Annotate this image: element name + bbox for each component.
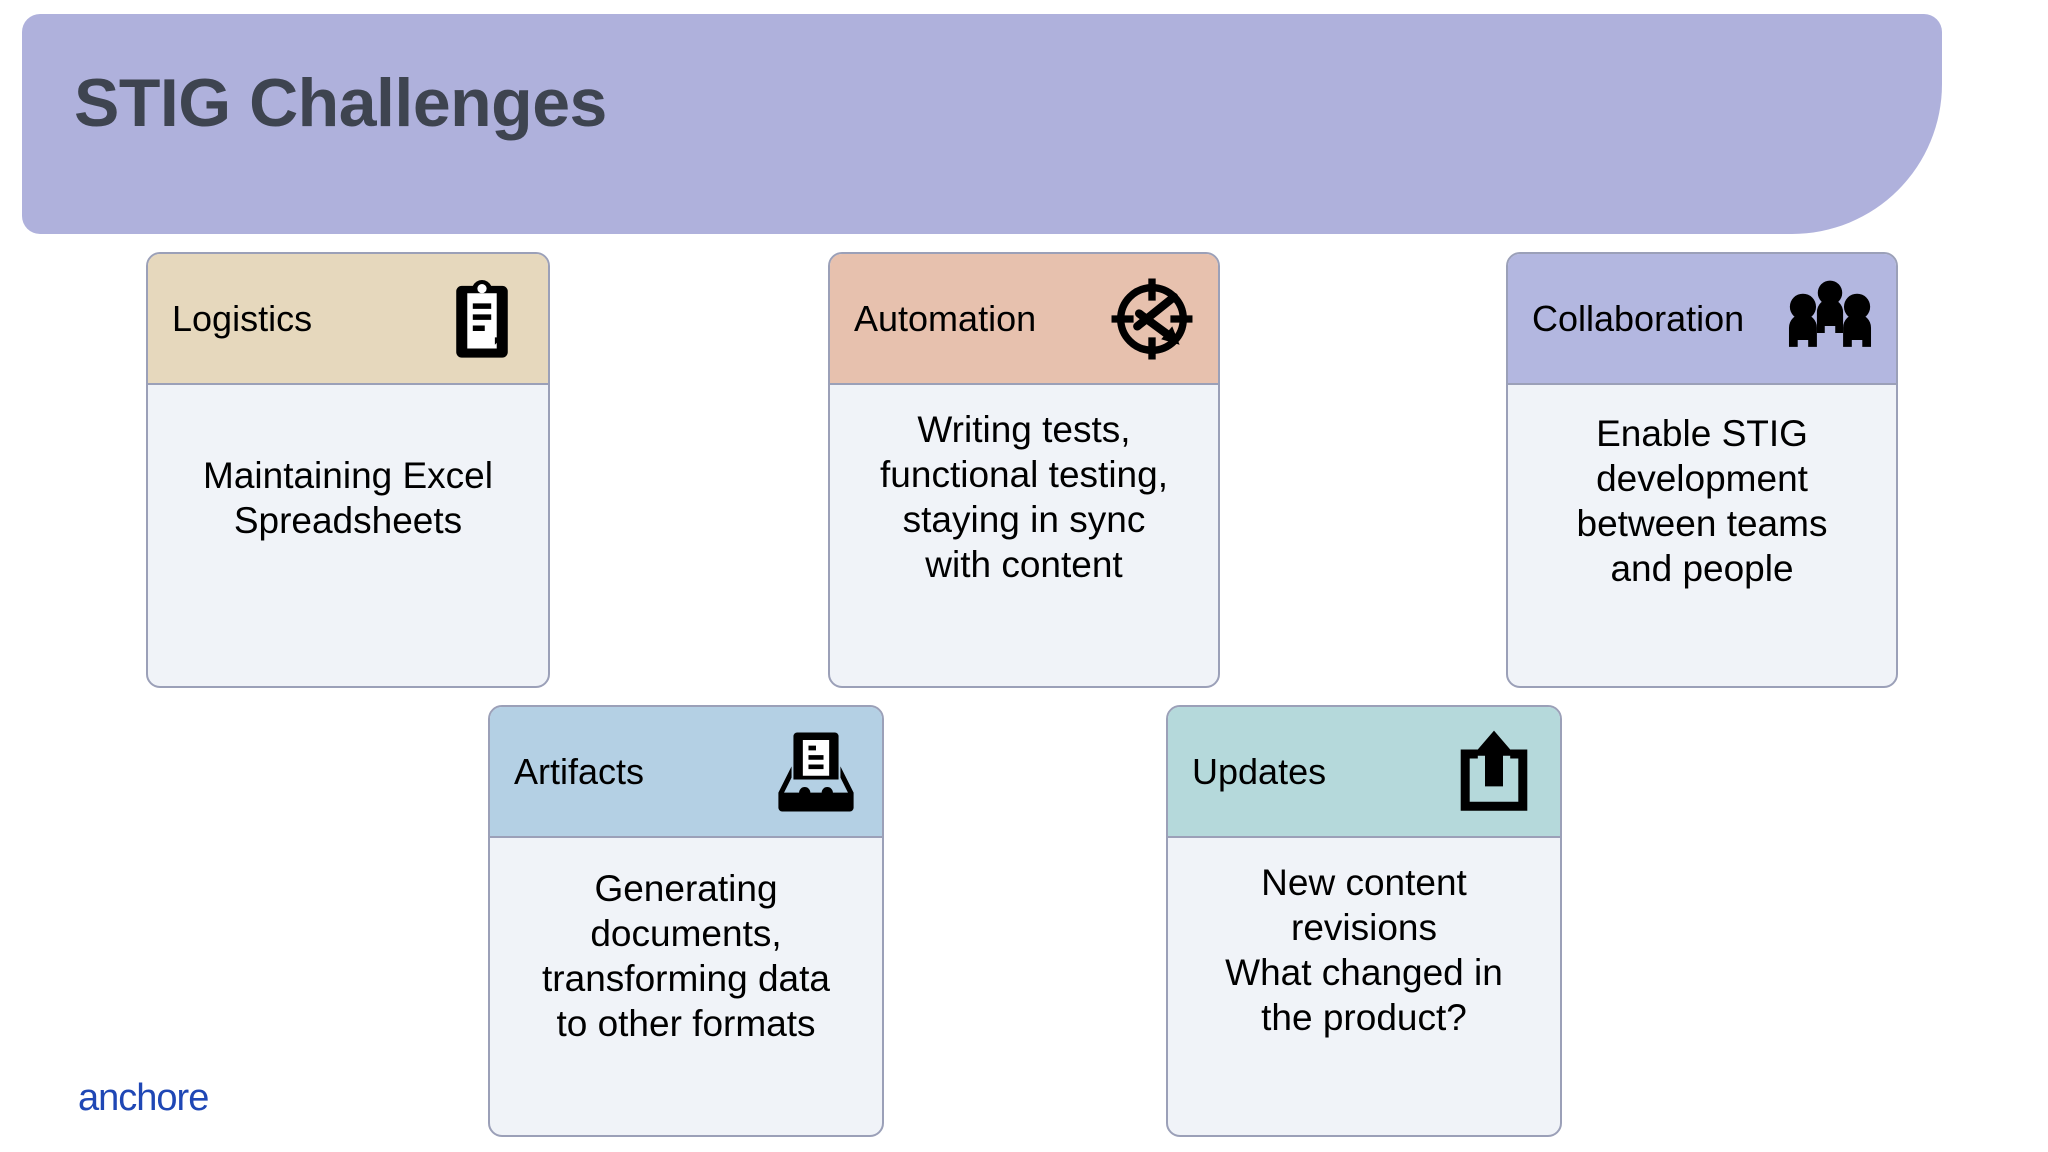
card-collaboration-body: Enable STIG development between teams an… xyxy=(1508,385,1896,686)
card-logistics-title: Logistics xyxy=(172,297,313,339)
anchore-logo-text: anchore xyxy=(78,1077,208,1119)
card-automation-title: Automation xyxy=(854,297,1037,339)
card-artifacts: Artifacts Generating documents, transfor… xyxy=(488,705,884,1137)
anchore-logo: anchore xyxy=(78,1076,228,1120)
card-logistics-header: Logistics xyxy=(148,254,548,385)
refresh-target-icon xyxy=(1104,271,1200,367)
card-logistics: Logistics Maintaining Excel Spreadsheets xyxy=(146,252,550,688)
card-updates-text: New content revisions What changed in th… xyxy=(1225,862,1503,1039)
card-artifacts-body: Generating documents, transforming data … xyxy=(490,838,882,1135)
document-inbox-icon xyxy=(768,724,864,820)
card-artifacts-text: Generating documents, transforming data … xyxy=(542,868,830,1045)
upload-share-icon xyxy=(1446,724,1542,820)
people-group-icon xyxy=(1782,271,1878,367)
slide-title-banner: STIG Challenges xyxy=(22,14,1942,234)
card-artifacts-header: Artifacts xyxy=(490,707,882,838)
card-automation-header: Automation xyxy=(830,254,1218,385)
card-collaboration: Collaboration Enable STIG development be… xyxy=(1506,252,1898,688)
card-collaboration-header: Collaboration xyxy=(1508,254,1896,385)
card-logistics-text: Maintaining Excel Spreadsheets xyxy=(203,455,493,542)
card-updates-header: Updates xyxy=(1168,707,1560,838)
card-artifacts-title: Artifacts xyxy=(514,750,645,792)
clipboard-icon xyxy=(434,271,530,367)
card-collaboration-title: Collaboration xyxy=(1532,297,1745,339)
card-updates-title: Updates xyxy=(1192,750,1327,792)
card-automation: Automation Writing tests, functional tes… xyxy=(828,252,1220,688)
card-collaboration-text: Enable STIG development between teams an… xyxy=(1576,413,1828,590)
card-updates: Updates New content revisions What chang… xyxy=(1166,705,1562,1137)
card-automation-body: Writing tests, functional testing, stayi… xyxy=(830,385,1218,686)
card-updates-body: New content revisions What changed in th… xyxy=(1168,838,1560,1135)
card-logistics-body: Maintaining Excel Spreadsheets xyxy=(148,385,548,686)
card-automation-text: Writing tests, functional testing, stayi… xyxy=(880,409,1168,586)
page-title: STIG Challenges xyxy=(74,65,607,141)
